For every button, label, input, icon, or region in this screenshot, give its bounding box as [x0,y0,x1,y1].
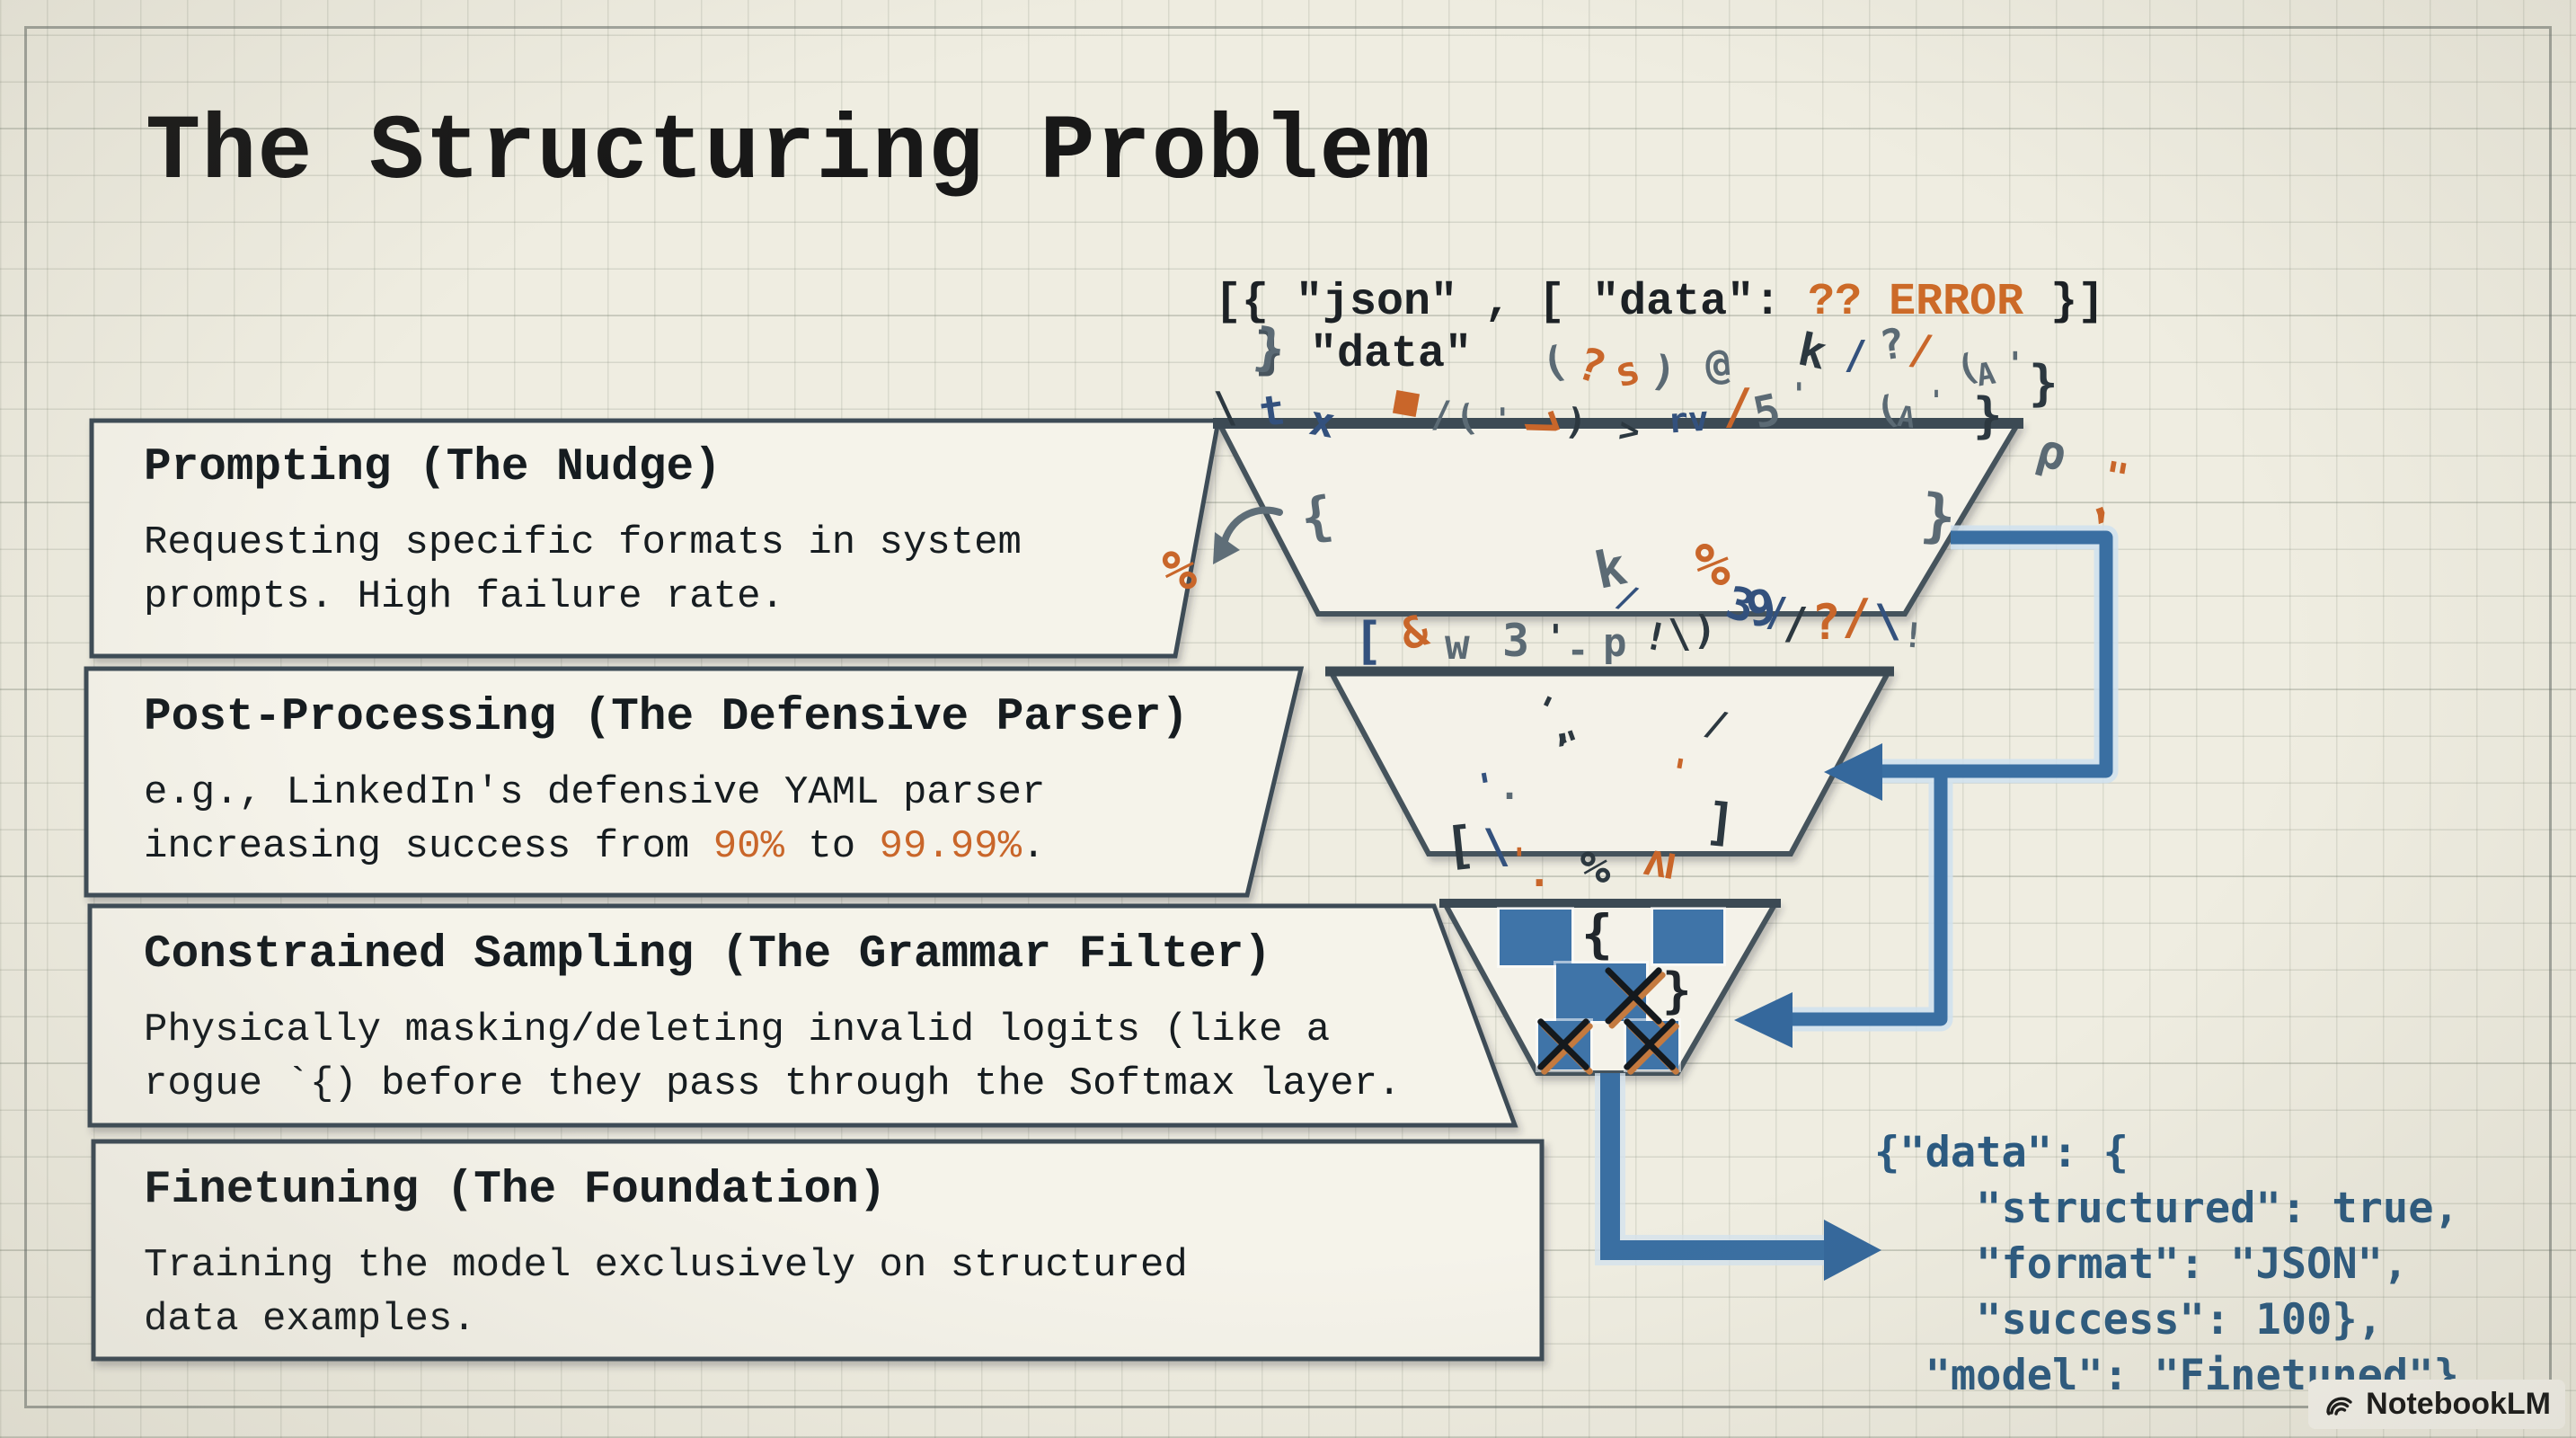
stage-text-prompting: Prompting (The Nudge) Requesting specifi… [144,442,1168,625]
blocked-token-square [1653,910,1723,963]
stage-body: Training the model exclusively on struct… [144,1243,1188,1342]
scatter-glyph: ' [1545,617,1566,657]
scatter-glyph: ' [1493,402,1512,438]
scatter-glyph: ] [1702,792,1739,854]
scatter-glyph: \ [1213,383,1238,431]
chaos-brace: } [1254,324,1285,381]
scatter-glyph: [ [1353,612,1384,670]
scatter-glyph: ! [1901,615,1925,656]
blocked-token-square [1500,910,1571,965]
scatter-glyph: \ [1874,595,1902,647]
notebooklm-logo-icon [2326,1397,2352,1416]
stage-heading: Prompting (The Nudge) [144,442,721,493]
funnel-tier-2 [1325,669,1894,857]
scatter-glyph: . [1527,850,1552,896]
scatter-glyph: } [1973,387,2003,444]
scatter-glyph [1392,389,1421,418]
scatter-glyph: } [1917,482,1959,552]
scatter-glyph: / [1765,590,1789,635]
scatter-glyph: ' [1790,377,1809,413]
scatter-glyph: ) [1693,608,1717,653]
stage-heading: Constrained Sampling (The Grammar Filter… [144,929,1271,981]
feedback-arrow-tier3 [1734,992,1793,1048]
scatter-glyph: p [1603,620,1627,666]
scatter-glyph: } [2029,355,2058,412]
scatter-glyph: % [1159,536,1199,605]
stage-text-postprocessing: Post-Processing (The Defensive Parser) e… [144,692,1258,874]
token-brace-glyph: { [1581,903,1613,964]
stage-heading: Post-Processing (The Defensive Parser) [144,692,1189,743]
scatter-glyph: . [1499,767,1521,808]
scatter-glyph: \ [1668,611,1692,657]
scatter-glyph: / [1430,395,1453,436]
swirl-arrow-icon [1213,506,1283,564]
scatter-glyph: ' [1509,842,1529,879]
scatter-glyph: ' [2005,346,2025,383]
output-pipe [1595,1073,1824,1265]
scatter-glyph: 3 [1502,615,1530,667]
feedback-loop [1793,525,2119,1032]
chaos-input-post: }] [2023,277,2105,328]
scatter-glyph: / [1842,589,1872,645]
scatter-glyph: ? [1811,594,1841,651]
stage-card-prompting [89,418,1221,659]
scatter-glyph: % [1695,530,1731,599]
chaos-error-text: ?? ERROR [1808,277,2024,328]
stage-text-finetuning: Finetuning (The Foundation) Training the… [144,1165,1474,1347]
scatter-glyph: ' [1928,386,1945,417]
scatter-glyph: / [1783,599,1809,649]
scatter-glyph: / [1906,324,1936,376]
output-json-code: {"data": { "structured": true, "format":… [1874,1128,2459,1400]
notebooklm-label: NotebookLM [2366,1387,2551,1421]
blocked-token-xmark [1622,1016,1681,1077]
scatter-glyph: [ [1441,815,1478,877]
scatter-glyph: / [1723,378,1753,435]
scatter-glyph: \ [1483,820,1511,874]
stage-body: Physically masking/deleting invalid logi… [144,1007,1402,1106]
feedback-line-upper [1882,530,2113,778]
page-frame [24,26,2552,1408]
stage-text-constrained-sampling: Constrained Sampling (The Grammar Filter… [144,929,1474,1112]
stage-card-finetuning [91,1139,1545,1362]
page-title: The Structuring Problem [146,101,1431,205]
scatter-glyph: ) [1562,400,1589,445]
scatter-glyph: / [1844,333,1868,378]
chaos-data-token: "data" [1310,329,1473,380]
stage-card-postprocessing [84,666,1305,898]
feedback-arrow-tier2 [1824,743,1882,801]
stage-card-constrained-sampling [87,903,1518,1128]
feedback-line-lower [1793,771,1948,1026]
notebooklm-watermark: NotebookLM [2308,1380,2565,1429]
output-arrow [1824,1220,1881,1281]
chaos-input-line: [{ "json" , [ "data": ?? ERROR }] [1215,277,2104,328]
chaos-input-pre: [{ "json" , [ "data": [1215,277,1809,328]
stage-heading: Finetuning (The Foundation) [144,1165,887,1216]
scatter-glyph: w [1445,620,1470,669]
token-brace-glyph: } [1662,963,1692,1019]
scatter-glyph: - [1567,630,1589,671]
blocked-token-xmark [1536,1016,1595,1077]
scatter-glyph: rv [1666,398,1711,441]
